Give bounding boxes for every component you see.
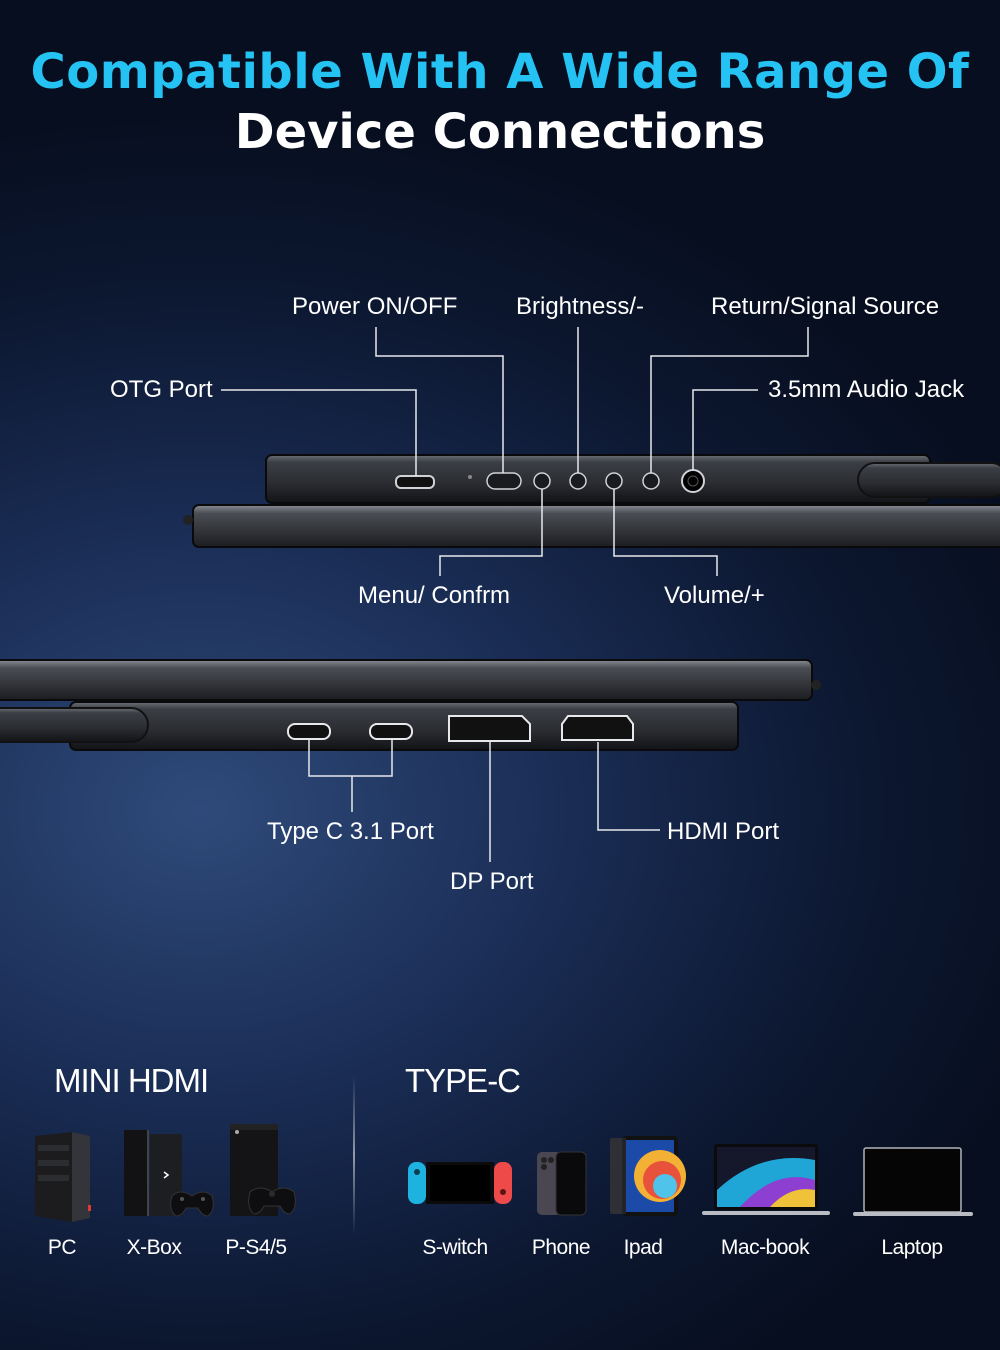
top-monitor-side [183,454,1000,548]
brightness-button-label: Brightness/- [516,293,645,320]
device-label-macbook: Mac-book [720,1236,810,1259]
macbook-icon [702,1144,830,1215]
return-button-icon [642,472,660,490]
device-label-ps: P-S4/5 [225,1236,287,1259]
power-button-label: Power ON/OFF [292,293,458,320]
menu-button-icon [533,472,551,490]
pc-icon [35,1132,91,1222]
dp-port-label: DP Port [450,868,534,895]
volume-button-icon [605,472,623,490]
otg-port-icon [395,475,435,489]
typec-port-1-icon [287,723,331,740]
xbox-console-icon [124,1130,214,1217]
dp-port-icon [448,715,531,742]
ipad-icon [610,1136,686,1216]
playstation-console-icon [230,1124,296,1216]
otg-port-label: OTG Port [110,376,213,403]
mini-hdmi-heading: MINI HDMI [54,1062,209,1099]
typec-port-2-icon [369,723,413,740]
power-button-icon [486,472,522,490]
return-button-label: Return/Signal Source [711,293,940,320]
hdmi-port-icon [561,715,634,741]
device-label-xbox: X-Box [126,1236,182,1259]
device-label-switch: S-witch [422,1236,488,1259]
bottom-monitor-side [0,659,821,751]
device-label-ipad: Ipad [623,1236,663,1259]
title-line-2: Device Connections [234,104,766,160]
hdmi-port-label: HDMI Port [667,818,780,845]
title-line-1: Compatible With A Wide Range Of [30,44,970,100]
device-label-pc: PC [47,1236,77,1259]
laptop-icon [853,1147,973,1216]
menu-button-label: Menu/ Confrm [358,582,511,609]
type-c-heading: TYPE-C [405,1062,521,1099]
volume-button-label: Volume/+ [664,582,765,609]
device-label-phone: Phone [531,1236,591,1259]
section-divider [353,1075,355,1235]
device-label-laptop: Laptop [881,1236,943,1259]
phone-icon [537,1151,587,1216]
switch-icon [408,1162,512,1204]
brightness-button-icon [569,472,587,490]
audio-jack-label: 3.5mm Audio Jack [768,376,965,403]
typec-port-label: Type C 3.1 Port [267,818,434,845]
